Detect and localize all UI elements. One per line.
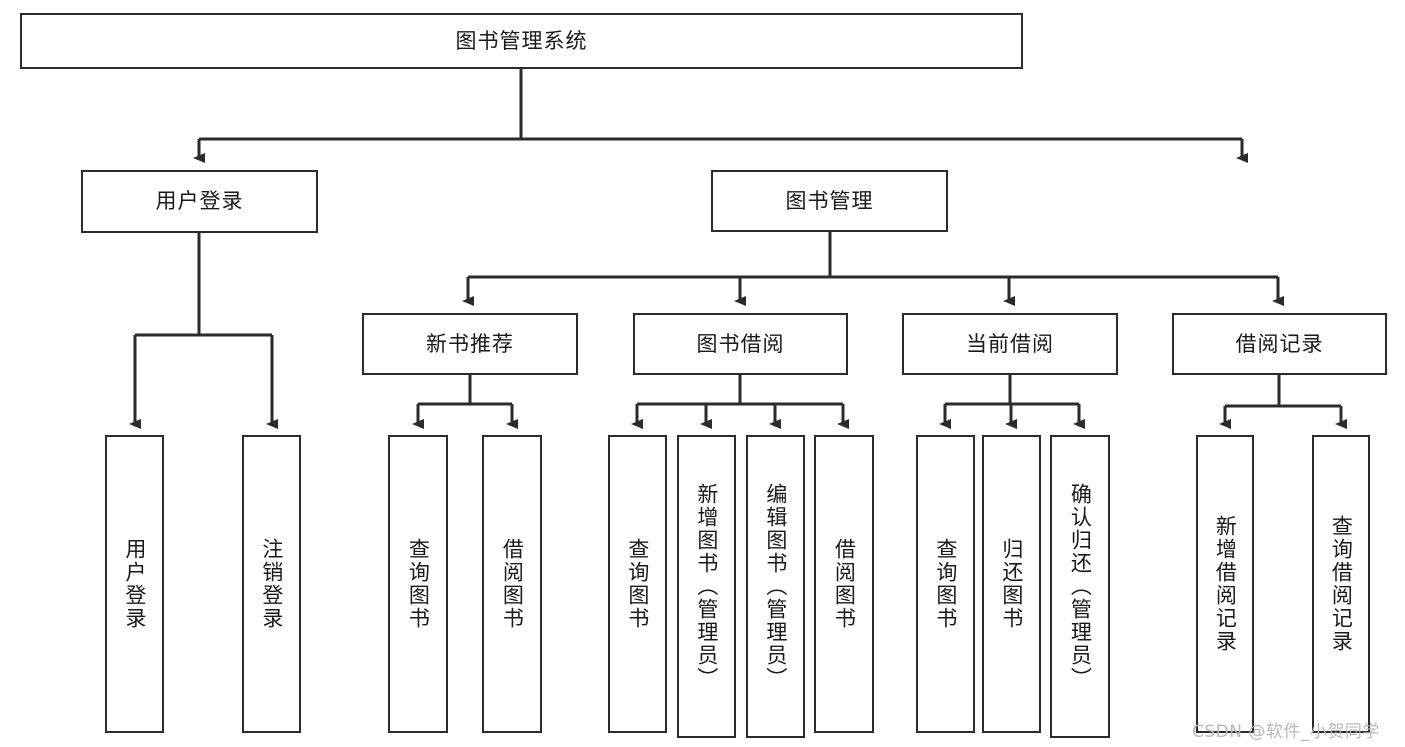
node-label: 图书管理系统 bbox=[455, 28, 588, 53]
node-label: 借阅图书 bbox=[832, 538, 857, 630]
leaf-book-borrow-edit-book-admin[interactable]: 编辑图书（管理员） bbox=[746, 435, 805, 738]
leaf-book-borrow-query-book[interactable]: 查询图书 bbox=[608, 435, 667, 733]
node-label: 查询图书 bbox=[406, 538, 431, 630]
node-label: 归还图书 bbox=[999, 538, 1024, 630]
leaf-book-borrow-add-book-admin[interactable]: 新增图书（管理员） bbox=[677, 435, 736, 738]
node-borrow-record[interactable]: 借阅记录 bbox=[1172, 313, 1387, 375]
csdn-watermark: CSDN @软件_小贺同学 bbox=[1192, 722, 1380, 742]
node-label: 新增图书（管理员） bbox=[694, 483, 719, 690]
node-user-login[interactable]: 用户登录 bbox=[81, 170, 318, 233]
node-label: 查询借阅记录 bbox=[1329, 515, 1354, 653]
node-label: 注销登录 bbox=[259, 538, 284, 630]
node-book-management[interactable]: 图书管理 bbox=[711, 170, 948, 232]
leaf-current-borrow-return-book[interactable]: 归还图书 bbox=[982, 435, 1041, 733]
node-label: 用户登录 bbox=[122, 538, 147, 630]
node-label: 用户登录 bbox=[155, 189, 244, 214]
node-label: 查询图书 bbox=[625, 538, 650, 630]
leaf-user-login-login[interactable]: 用户登录 bbox=[105, 435, 164, 733]
node-label: 借阅记录 bbox=[1235, 331, 1324, 356]
node-label: 新书推荐 bbox=[426, 331, 514, 356]
node-label: 借阅图书 bbox=[500, 538, 525, 630]
leaf-current-borrow-confirm-return-admin[interactable]: 确认归还（管理员） bbox=[1050, 435, 1110, 738]
node-label: 编辑图书（管理员） bbox=[763, 483, 788, 690]
leaf-borrow-record-add-record[interactable]: 新增借阅记录 bbox=[1196, 435, 1254, 733]
node-current-borrow[interactable]: 当前借阅 bbox=[902, 313, 1118, 375]
node-label: 当前借阅 bbox=[966, 331, 1054, 356]
node-label: 新增借阅记录 bbox=[1213, 515, 1238, 653]
leaf-book-borrow-borrow-book[interactable]: 借阅图书 bbox=[814, 435, 874, 733]
leaf-current-borrow-query-book[interactable]: 查询图书 bbox=[916, 435, 975, 733]
node-label: 图书管理 bbox=[785, 188, 874, 213]
node-label: 确认归还（管理员） bbox=[1068, 483, 1093, 690]
node-label: 查询图书 bbox=[933, 538, 958, 630]
node-new-book-recommend[interactable]: 新书推荐 bbox=[362, 313, 578, 375]
node-root-book-management-system[interactable]: 图书管理系统 bbox=[20, 13, 1023, 69]
leaf-new-book-borrow-book[interactable]: 借阅图书 bbox=[482, 435, 542, 733]
leaf-new-book-query-book[interactable]: 查询图书 bbox=[388, 435, 448, 733]
node-book-borrow[interactable]: 图书借阅 bbox=[633, 313, 848, 375]
leaf-user-login-logout[interactable]: 注销登录 bbox=[242, 435, 301, 733]
leaf-borrow-record-query-record[interactable]: 查询借阅记录 bbox=[1312, 435, 1370, 733]
node-label: 图书借阅 bbox=[696, 331, 785, 356]
